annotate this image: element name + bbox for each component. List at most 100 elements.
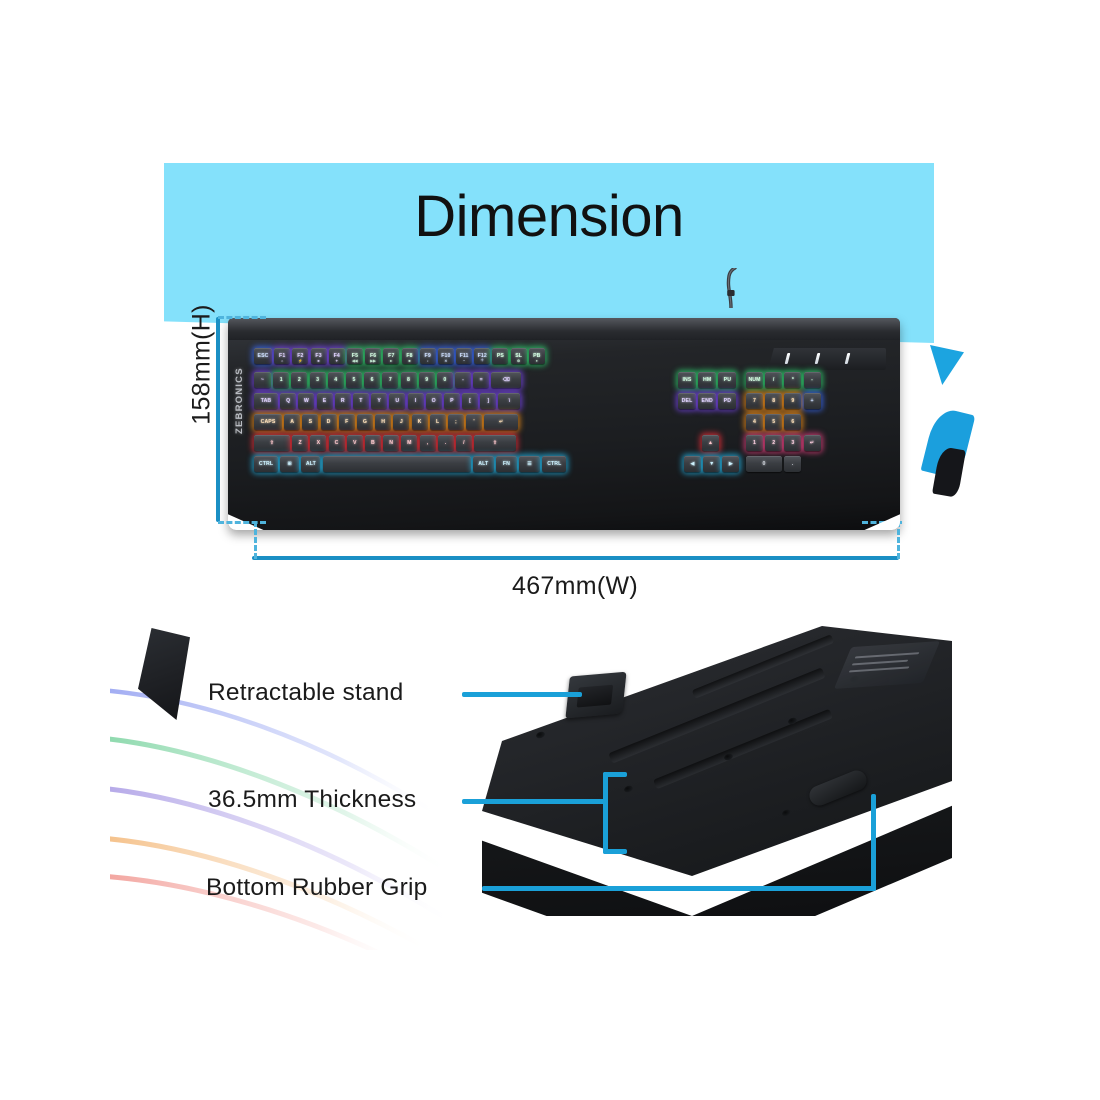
- key-f11[interactable]: F11−: [456, 348, 473, 364]
- key-3[interactable]: 3: [309, 372, 326, 388]
- key-a[interactable]: A: [284, 414, 301, 430]
- key-w[interactable]: W: [298, 393, 315, 409]
- key-7[interactable]: 7: [746, 393, 763, 409]
- key-6[interactable]: 6: [364, 372, 381, 388]
- key-fn[interactable]: FN: [495, 456, 517, 472]
- key-sl[interactable]: SL⚙: [510, 348, 527, 364]
- key-ctrl[interactable]: CTRL: [254, 456, 278, 472]
- key-pd[interactable]: PD: [718, 393, 737, 409]
- key-s[interactable]: S: [302, 414, 319, 430]
- key-v[interactable]: V: [346, 435, 363, 451]
- key-l[interactable]: L: [429, 414, 446, 430]
- key-sym12[interactable]: ↵: [484, 414, 519, 430]
- key-n[interactable]: N: [383, 435, 400, 451]
- key-q[interactable]: Q: [280, 393, 297, 409]
- key-sym3[interactable]: ↵: [803, 435, 821, 451]
- key-sym11[interactable]: ': [466, 414, 483, 430]
- key-9[interactable]: 9: [418, 372, 435, 388]
- key-sym3[interactable]: -: [803, 372, 821, 388]
- key-sym0[interactable]: ⇧: [254, 435, 290, 451]
- key-o[interactable]: O: [425, 393, 442, 409]
- key-sym0[interactable]: ◀: [684, 456, 701, 472]
- key-f8[interactable]: F8■: [401, 348, 418, 364]
- key-2[interactable]: 2: [765, 435, 783, 451]
- key-8[interactable]: 8: [765, 393, 783, 409]
- key-2[interactable]: 2: [291, 372, 308, 388]
- key-sym11[interactable]: ⇧: [474, 435, 517, 451]
- key-z[interactable]: Z: [292, 435, 309, 451]
- key-sym1[interactable]: .: [784, 456, 802, 472]
- key-4[interactable]: 4: [746, 414, 763, 430]
- key-f1[interactable]: F1☼: [274, 348, 291, 364]
- key-f12[interactable]: F12＋: [474, 348, 491, 364]
- key-f[interactable]: F: [338, 414, 355, 430]
- key-u[interactable]: U: [389, 393, 406, 409]
- key-f3[interactable]: F3■: [310, 348, 327, 364]
- key-sym13[interactable]: \: [498, 393, 521, 409]
- key-alt[interactable]: ALT: [472, 456, 494, 472]
- key-sym10[interactable]: /: [455, 435, 472, 451]
- key-b[interactable]: B: [364, 435, 381, 451]
- key-sym11[interactable]: [: [462, 393, 479, 409]
- key-pu[interactable]: PU: [718, 372, 737, 388]
- key-8[interactable]: 8: [400, 372, 417, 388]
- key-k[interactable]: K: [411, 414, 428, 430]
- key-sym11[interactable]: -: [455, 372, 472, 388]
- key-g[interactable]: G: [356, 414, 373, 430]
- key-sym0[interactable]: ▲: [702, 435, 719, 451]
- key-1[interactable]: 1: [273, 372, 290, 388]
- key-3[interactable]: 3: [784, 435, 802, 451]
- key-sym1[interactable]: ⊞: [280, 456, 300, 472]
- key-x[interactable]: X: [310, 435, 327, 451]
- key-sym0[interactable]: ~: [254, 372, 271, 388]
- key-sym6[interactable]: ☰: [519, 456, 541, 472]
- key-5[interactable]: 5: [765, 414, 783, 430]
- key-h[interactable]: H: [375, 414, 392, 430]
- key-m[interactable]: M: [401, 435, 418, 451]
- key-esc[interactable]: ESC: [254, 348, 272, 364]
- key-del[interactable]: DEL: [678, 393, 696, 409]
- key-5[interactable]: 5: [345, 372, 362, 388]
- key-f5[interactable]: F5◀◀: [346, 348, 363, 364]
- key-1[interactable]: 1: [746, 435, 763, 451]
- key-caps[interactable]: CAPS: [254, 414, 282, 430]
- key-0[interactable]: 0: [746, 456, 782, 472]
- key-sym10[interactable]: ;: [447, 414, 464, 430]
- key-t[interactable]: T: [352, 393, 369, 409]
- key-sym2[interactable]: ▶: [722, 456, 740, 472]
- key-f7[interactable]: F7►: [383, 348, 400, 364]
- key-tab[interactable]: TAB: [254, 393, 278, 409]
- key-p[interactable]: P: [443, 393, 460, 409]
- key-ps[interactable]: PS: [492, 348, 509, 364]
- key-7[interactable]: 7: [382, 372, 399, 388]
- key-sym3[interactable]: +: [803, 393, 821, 409]
- key-sym12[interactable]: ]: [480, 393, 497, 409]
- key-f10[interactable]: F10✕: [437, 348, 454, 364]
- key-9[interactable]: 9: [784, 393, 802, 409]
- key-4[interactable]: 4: [327, 372, 344, 388]
- key-f9[interactable]: F9♪: [419, 348, 436, 364]
- key-0[interactable]: 0: [436, 372, 453, 388]
- key-hm[interactable]: HM: [698, 372, 717, 388]
- key-ctrl[interactable]: CTRL: [542, 456, 567, 472]
- key-f6[interactable]: F6▶▶: [365, 348, 382, 364]
- key-sym2[interactable]: *: [784, 372, 802, 388]
- key-y[interactable]: Y: [371, 393, 388, 409]
- key-sym1[interactable]: ▼: [703, 456, 721, 472]
- key-j[interactable]: J: [393, 414, 410, 430]
- key-sym9[interactable]: .: [437, 435, 454, 451]
- key-c[interactable]: C: [328, 435, 345, 451]
- key-alt[interactable]: ALT: [301, 456, 321, 472]
- key-i[interactable]: I: [407, 393, 424, 409]
- key-sym1[interactable]: /: [765, 372, 783, 388]
- key-6[interactable]: 6: [784, 414, 802, 430]
- key-sym8[interactable]: ,: [419, 435, 436, 451]
- key-pb[interactable]: PB●: [528, 348, 545, 364]
- key-sym12[interactable]: =: [473, 372, 490, 388]
- key-sym13[interactable]: ⌫: [491, 372, 522, 388]
- key-num[interactable]: NUM: [746, 372, 763, 388]
- key-e[interactable]: E: [316, 393, 333, 409]
- key-f2[interactable]: F2⚡: [292, 348, 309, 364]
- key-r[interactable]: R: [334, 393, 351, 409]
- key-d[interactable]: D: [320, 414, 337, 430]
